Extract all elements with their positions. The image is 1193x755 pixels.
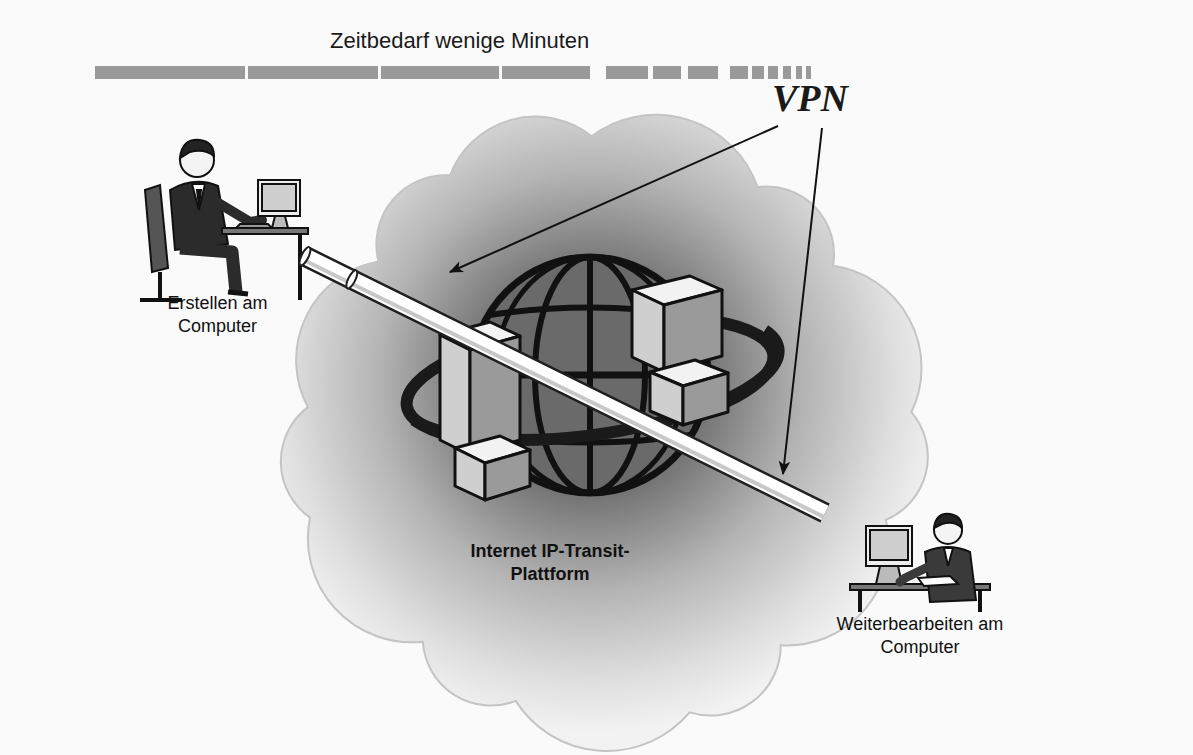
person-left xyxy=(140,140,308,300)
tunnel-path xyxy=(305,256,825,513)
time-bar xyxy=(502,66,590,79)
time-bar xyxy=(653,66,681,79)
person-left xyxy=(197,190,201,206)
time-bar xyxy=(381,66,499,79)
leader-line xyxy=(450,126,778,272)
server-icon xyxy=(440,335,470,455)
tunnel-body xyxy=(305,256,825,513)
time-bar xyxy=(688,66,718,79)
cloud-outline xyxy=(281,115,928,751)
person-right xyxy=(866,526,912,566)
person-left xyxy=(180,248,236,292)
tunnel-outline xyxy=(305,256,825,513)
node-label: Internet IP-Transit-Plattform xyxy=(440,540,660,585)
person-left xyxy=(158,272,162,300)
person-left xyxy=(298,234,302,300)
person-left xyxy=(210,198,262,222)
person-left xyxy=(272,216,288,228)
tunnel-ring xyxy=(344,269,359,290)
person-right xyxy=(978,590,982,612)
person-right xyxy=(870,530,908,560)
server-icon xyxy=(632,290,664,372)
person-left xyxy=(170,182,228,250)
person-left xyxy=(192,184,205,210)
time-bar xyxy=(248,66,378,79)
time-bar xyxy=(730,66,748,79)
time-bar xyxy=(95,66,811,79)
person-right xyxy=(858,590,862,612)
person-left xyxy=(258,180,300,216)
person-right xyxy=(918,576,958,586)
leader-line xyxy=(783,128,822,474)
server-icon xyxy=(455,448,485,500)
node-label: Erstellen am Computer xyxy=(142,292,293,337)
person-right xyxy=(944,548,953,566)
node-label: Weiterbearbeiten am Computer xyxy=(825,613,1015,658)
person-right xyxy=(925,547,976,602)
server-icon xyxy=(683,373,728,425)
person-left xyxy=(236,224,272,228)
leader-line xyxy=(450,126,822,474)
time-bar xyxy=(95,66,245,79)
person-left xyxy=(145,185,168,272)
server-icon xyxy=(650,372,683,425)
person-left xyxy=(180,140,214,158)
person-left xyxy=(140,298,182,302)
person-left xyxy=(228,292,248,294)
vpn-tunnel xyxy=(297,246,825,517)
server-icon xyxy=(485,450,530,500)
person-right xyxy=(934,514,962,528)
person-left xyxy=(262,184,296,211)
tunnel-ring xyxy=(297,246,312,267)
time-bar xyxy=(752,66,764,79)
person-right xyxy=(850,514,990,612)
vpn-label: VPN xyxy=(772,76,848,120)
tunnel-shade xyxy=(303,260,823,517)
time-label: Zeitbedarf wenige Minuten xyxy=(330,28,589,54)
time-bar xyxy=(606,66,648,79)
